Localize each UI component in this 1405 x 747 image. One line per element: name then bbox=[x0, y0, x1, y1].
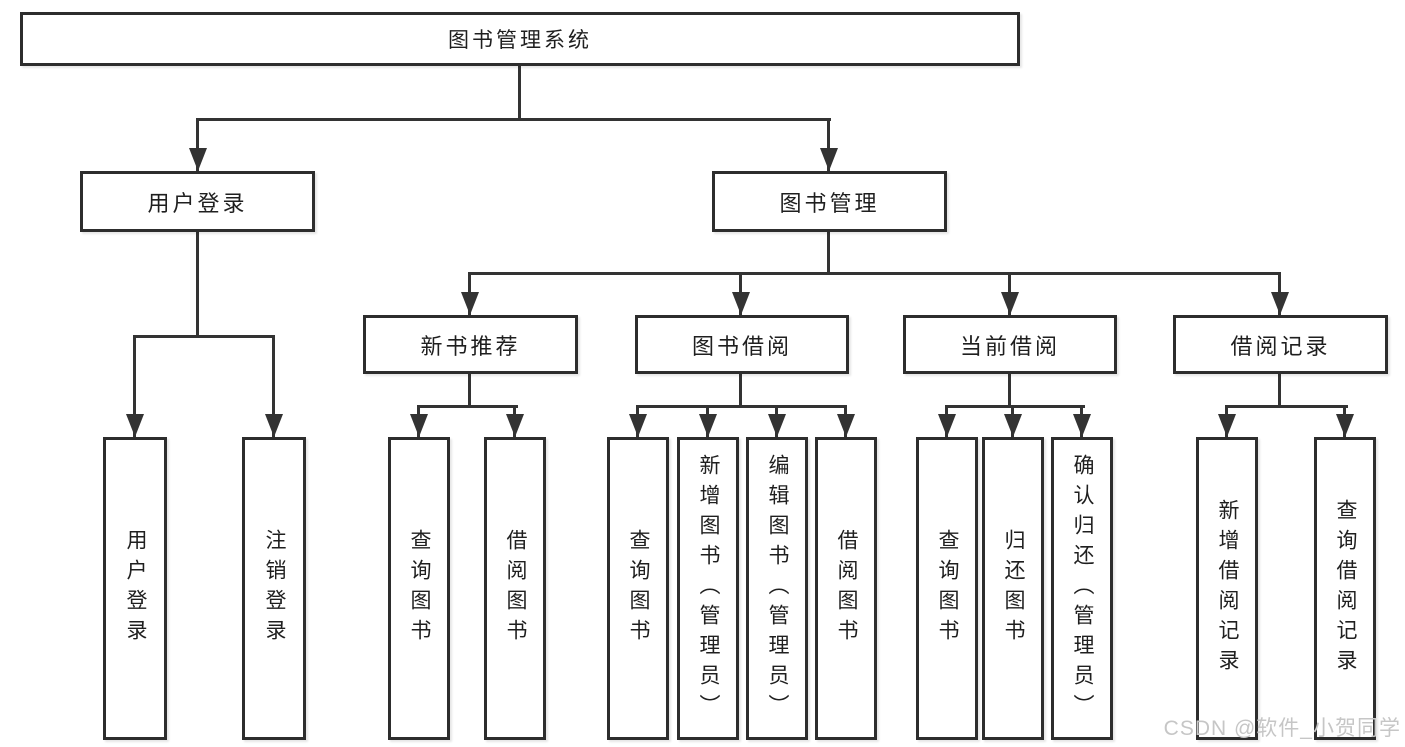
connector-borrowing-records-stub bbox=[1278, 372, 1281, 408]
node-current-borrowing: 当前借阅 bbox=[903, 315, 1117, 374]
connector-root-to-user-login bbox=[196, 118, 199, 171]
connector-root-stub bbox=[518, 65, 521, 121]
arrowhead-user-login bbox=[189, 148, 207, 171]
node-borrowing-records: 借阅记录 bbox=[1173, 315, 1388, 374]
arrowhead-leaf-add-record bbox=[1218, 414, 1236, 437]
connector-current-borrowing-stub bbox=[1008, 372, 1011, 408]
arrowhead-book-management bbox=[820, 148, 838, 171]
leaf-borrow-books-1-label: 借阅图书 bbox=[504, 528, 528, 649]
connector-user-login-stub bbox=[196, 230, 199, 338]
arrowhead-borrowing-records bbox=[1271, 292, 1289, 315]
arrowhead-leaf-query-books-3 bbox=[938, 414, 956, 437]
node-book-management-label: 图书管理 bbox=[779, 190, 880, 216]
connector-book-management-stub bbox=[827, 230, 830, 275]
csdn-watermark: CSDN @软件_小贺同学 bbox=[1163, 717, 1401, 740]
node-book-borrowing: 图书借阅 bbox=[635, 315, 849, 374]
connector-to-leaf-user-login bbox=[133, 335, 136, 437]
leaf-query-books-2: 查询图书 bbox=[607, 437, 669, 740]
leaf-query-books-3-label: 查询图书 bbox=[936, 528, 960, 649]
connector-book-borrowing-stub bbox=[739, 372, 742, 408]
node-current-borrowing-label: 当前借阅 bbox=[959, 333, 1060, 359]
arrowhead-leaf-logout bbox=[265, 414, 283, 437]
node-new-book-recommend: 新书推荐 bbox=[363, 315, 578, 374]
leaf-add-borrow-record: 新增借阅记录 bbox=[1196, 437, 1258, 740]
arrowhead-leaf-user-login bbox=[126, 414, 144, 437]
leaf-add-books-admin: 新增图书（管理员） bbox=[677, 437, 739, 740]
node-book-management: 图书管理 bbox=[712, 171, 947, 232]
leaf-borrow-books-1: 借阅图书 bbox=[484, 437, 546, 740]
arrowhead-book-borrowing bbox=[732, 292, 750, 315]
leaf-edit-books-admin: 编辑图书（管理员） bbox=[746, 437, 808, 740]
leaf-query-books-1-label: 查询图书 bbox=[408, 528, 432, 649]
connector-root-bus bbox=[196, 118, 831, 121]
connector-new-book-recommend-bus bbox=[417, 405, 518, 408]
arrowhead-leaf-borrow-books-1 bbox=[506, 414, 524, 437]
node-user-login: 用户登录 bbox=[80, 171, 315, 232]
leaf-borrow-books-2-label: 借阅图书 bbox=[835, 528, 859, 649]
connector-book-management-bus bbox=[468, 272, 1281, 275]
connector-root-to-book-management bbox=[827, 118, 830, 171]
arrowhead-leaf-add-books bbox=[699, 414, 717, 437]
leaf-add-books-admin-label: 新增图书（管理员） bbox=[697, 453, 721, 724]
leaf-confirm-return-admin: 确认归还（管理员） bbox=[1051, 437, 1113, 740]
leaf-user-login: 用户登录 bbox=[103, 437, 167, 740]
arrowhead-leaf-return-books bbox=[1004, 414, 1022, 437]
leaf-edit-books-admin-label: 编辑图书（管理员） bbox=[766, 453, 790, 724]
arrowhead-leaf-borrow-books-2 bbox=[837, 414, 855, 437]
node-borrowing-records-label: 借阅记录 bbox=[1230, 333, 1331, 359]
leaf-borrow-books-2: 借阅图书 bbox=[815, 437, 877, 740]
leaf-query-books-1: 查询图书 bbox=[388, 437, 450, 740]
leaf-logout: 注销登录 bbox=[242, 437, 306, 740]
node-library-system: 图书管理系统 bbox=[20, 12, 1020, 66]
node-new-book-recommend-label: 新书推荐 bbox=[420, 333, 521, 359]
leaf-confirm-return-admin-label: 确认归还（管理员） bbox=[1071, 453, 1095, 724]
arrowhead-new-book-recommend bbox=[461, 292, 479, 315]
connector-borrowing-records-bus bbox=[1225, 405, 1348, 408]
arrowhead-current-borrowing bbox=[1001, 292, 1019, 315]
node-book-borrowing-label: 图书借阅 bbox=[691, 333, 792, 359]
connector-to-leaf-logout bbox=[272, 335, 275, 437]
leaf-add-borrow-record-label: 新增借阅记录 bbox=[1216, 498, 1240, 679]
leaf-return-books-label: 归还图书 bbox=[1002, 528, 1026, 649]
leaf-query-borrow-record-label: 查询借阅记录 bbox=[1334, 498, 1358, 679]
arrowhead-leaf-query-record bbox=[1336, 414, 1354, 437]
connector-book-borrowing-bus bbox=[636, 405, 847, 408]
node-user-login-label: 用户登录 bbox=[147, 190, 248, 216]
leaf-user-login-label: 用户登录 bbox=[124, 528, 148, 649]
leaf-logout-label: 注销登录 bbox=[263, 528, 287, 649]
connector-user-login-bus bbox=[133, 335, 275, 338]
connector-new-book-recommend-stub bbox=[468, 372, 471, 408]
leaf-query-books-3: 查询图书 bbox=[916, 437, 978, 740]
arrowhead-leaf-query-books-1 bbox=[410, 414, 428, 437]
leaf-query-books-2-label: 查询图书 bbox=[627, 528, 651, 649]
arrowhead-leaf-confirm-return bbox=[1073, 414, 1091, 437]
leaf-return-books: 归还图书 bbox=[982, 437, 1044, 740]
connector-current-borrowing-bus bbox=[945, 405, 1085, 408]
node-library-system-label: 图书管理系统 bbox=[448, 29, 592, 52]
arrowhead-leaf-query-books-2 bbox=[629, 414, 647, 437]
leaf-query-borrow-record: 查询借阅记录 bbox=[1314, 437, 1376, 740]
arrowhead-leaf-edit-books bbox=[768, 414, 786, 437]
